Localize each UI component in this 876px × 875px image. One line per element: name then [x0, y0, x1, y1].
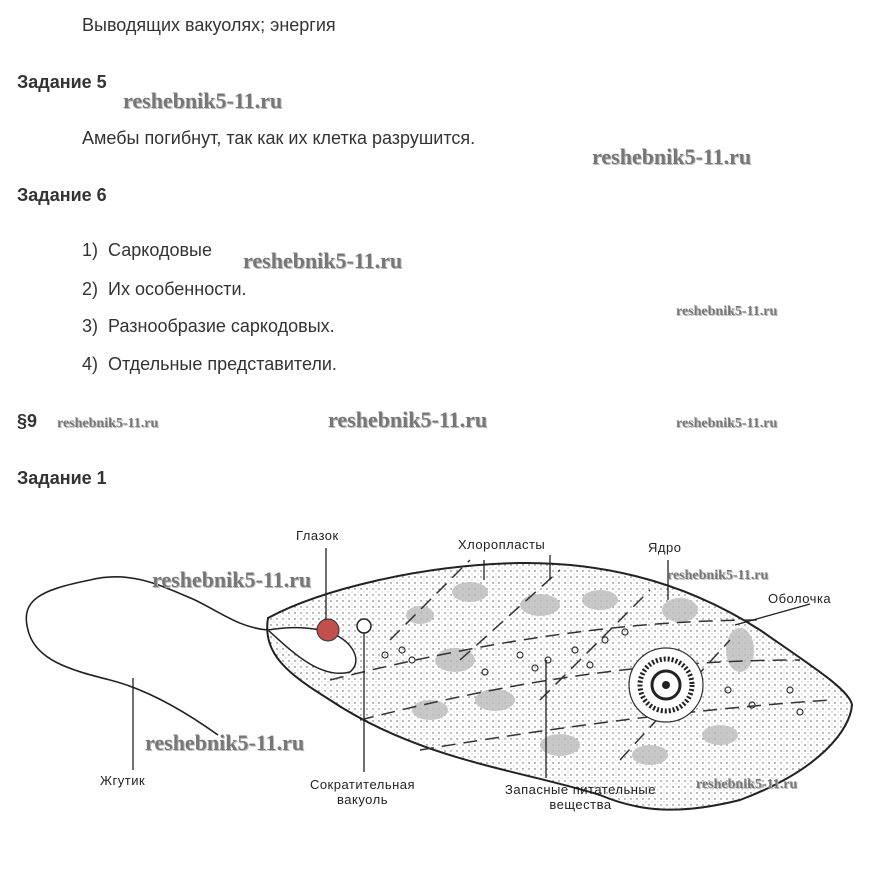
label-eyespot: Глазок — [296, 528, 339, 543]
stripes — [329, 559, 831, 761]
label-nucleus: Ядро — [648, 540, 682, 555]
watermark: reshebnik5-11.ru — [123, 88, 283, 113]
eyespot — [316, 618, 340, 642]
list-item: 2) Их особенности. — [82, 279, 247, 299]
list-item: 4) Отдельные представители. — [82, 354, 337, 374]
contractile-vacuole — [356, 618, 372, 634]
watermark: reshebnik5-11.ru — [57, 416, 159, 431]
watermark: reshebnik5-11.ru — [592, 144, 752, 169]
watermark: reshebnik5-11.ru — [152, 567, 312, 592]
watermark: reshebnik5-11.ru — [328, 407, 488, 432]
pointer-lines — [132, 548, 811, 778]
watermark: reshebnik5-11.ru — [676, 416, 778, 431]
nucleus — [628, 647, 704, 723]
label-membrane: Оболочка — [768, 591, 832, 606]
watermark: reshebnik5-11.ru — [667, 568, 769, 583]
previous-answer: Выводящих вакуолях; энергия — [82, 15, 336, 35]
watermark: reshebnik5-11.ru — [145, 730, 305, 755]
watermark: reshebnik5-11.ru — [676, 304, 778, 319]
task5-heading: Задание 5 — [17, 72, 107, 92]
reserve-granules — [381, 628, 804, 716]
list-item: 1) Саркодовые — [82, 240, 212, 260]
task6-heading: Задание 6 — [17, 185, 107, 205]
watermark: reshebnik5-11.ru — [243, 248, 403, 273]
flagellum — [25, 576, 269, 736]
label-chloroplasts: Хлоропласты — [458, 537, 546, 552]
watermark: reshebnik5-11.ru — [696, 777, 798, 792]
task1-heading: Задание 1 — [17, 468, 107, 488]
task5-answer: Амебы погибнут, так как их клетка разруш… — [82, 128, 476, 148]
section-heading: §9 — [17, 411, 38, 431]
cell-body — [266, 561, 854, 811]
list-item: 3) Разнообразие саркодовых. — [82, 316, 335, 336]
label-flagellum: Жгутик — [100, 773, 146, 788]
